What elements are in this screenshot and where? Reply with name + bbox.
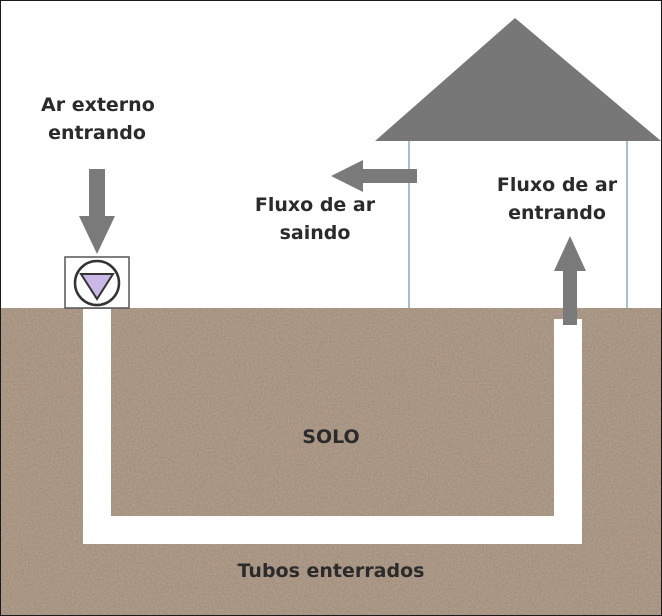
fan-triangle-icon xyxy=(79,273,115,301)
label-external-air: Ar externo entrando xyxy=(41,91,155,147)
label-inflow-line1: Fluxo de ar xyxy=(496,174,618,196)
label-external-air-line2: entrando xyxy=(48,122,146,144)
label-outflow: Fluxo de ar saindo xyxy=(245,191,385,247)
house-roof xyxy=(375,18,661,141)
arrow-up-inflow xyxy=(554,236,586,325)
fan-intake-box xyxy=(64,256,130,309)
label-buried-pipes: Tubos enterrados xyxy=(237,560,425,582)
arrow-left-outflow xyxy=(331,160,417,192)
label-soil: SOLO xyxy=(302,426,360,448)
label-outflow-line2: saindo xyxy=(279,222,351,244)
label-external-air-line1: Ar externo xyxy=(41,94,155,116)
buried-pipe xyxy=(83,309,582,544)
label-inflow-line2: entrando xyxy=(508,202,606,224)
label-inflow: Fluxo de ar entrando xyxy=(487,171,627,227)
label-outflow-line1: Fluxo de ar xyxy=(254,194,376,216)
arrow-down-external-air xyxy=(79,169,115,254)
